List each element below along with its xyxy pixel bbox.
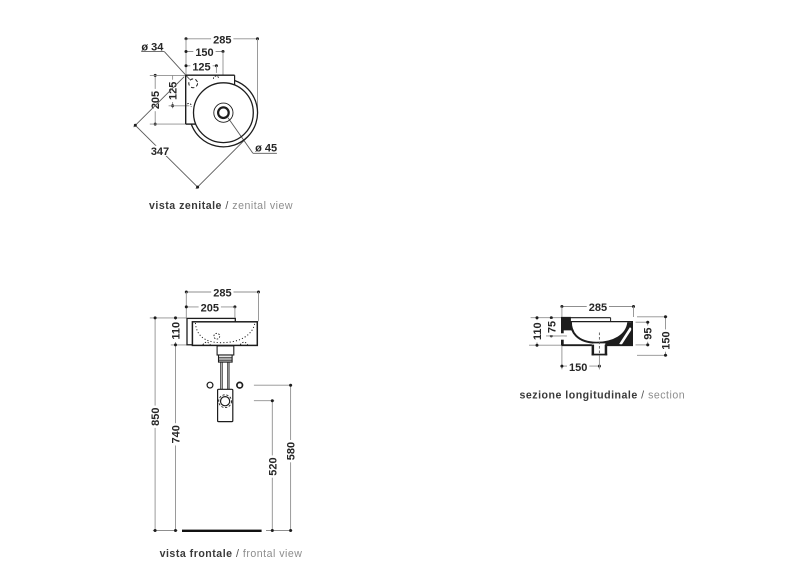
- svg-text:150: 150: [569, 362, 587, 374]
- svg-text:205: 205: [201, 303, 219, 315]
- svg-text:150: 150: [195, 47, 213, 59]
- svg-text:sezione longitudinale / sectio: sezione longitudinale / section: [520, 390, 686, 402]
- svg-text:75: 75: [546, 321, 558, 333]
- svg-text:150: 150: [661, 331, 673, 349]
- svg-text:740: 740: [171, 425, 183, 443]
- svg-text:95: 95: [643, 327, 655, 339]
- svg-text:520: 520: [267, 457, 279, 475]
- svg-text:ø 34: ø 34: [141, 41, 164, 53]
- svg-text:285: 285: [213, 288, 231, 300]
- svg-text:125: 125: [192, 62, 210, 74]
- svg-text:580: 580: [286, 442, 298, 460]
- svg-text:vista frontale / frontal view: vista frontale / frontal view: [160, 548, 303, 560]
- svg-text:ø 45: ø 45: [255, 143, 277, 155]
- svg-text:850: 850: [150, 408, 162, 426]
- svg-text:285: 285: [213, 35, 231, 47]
- svg-text:125: 125: [168, 82, 180, 100]
- svg-text:205: 205: [150, 91, 162, 109]
- svg-text:285: 285: [589, 302, 607, 314]
- svg-text:347: 347: [151, 146, 169, 158]
- svg-text:vista zenitale / zenital view: vista zenitale / zenital view: [149, 200, 293, 212]
- svg-text:110: 110: [532, 322, 544, 340]
- svg-text:110: 110: [171, 322, 183, 340]
